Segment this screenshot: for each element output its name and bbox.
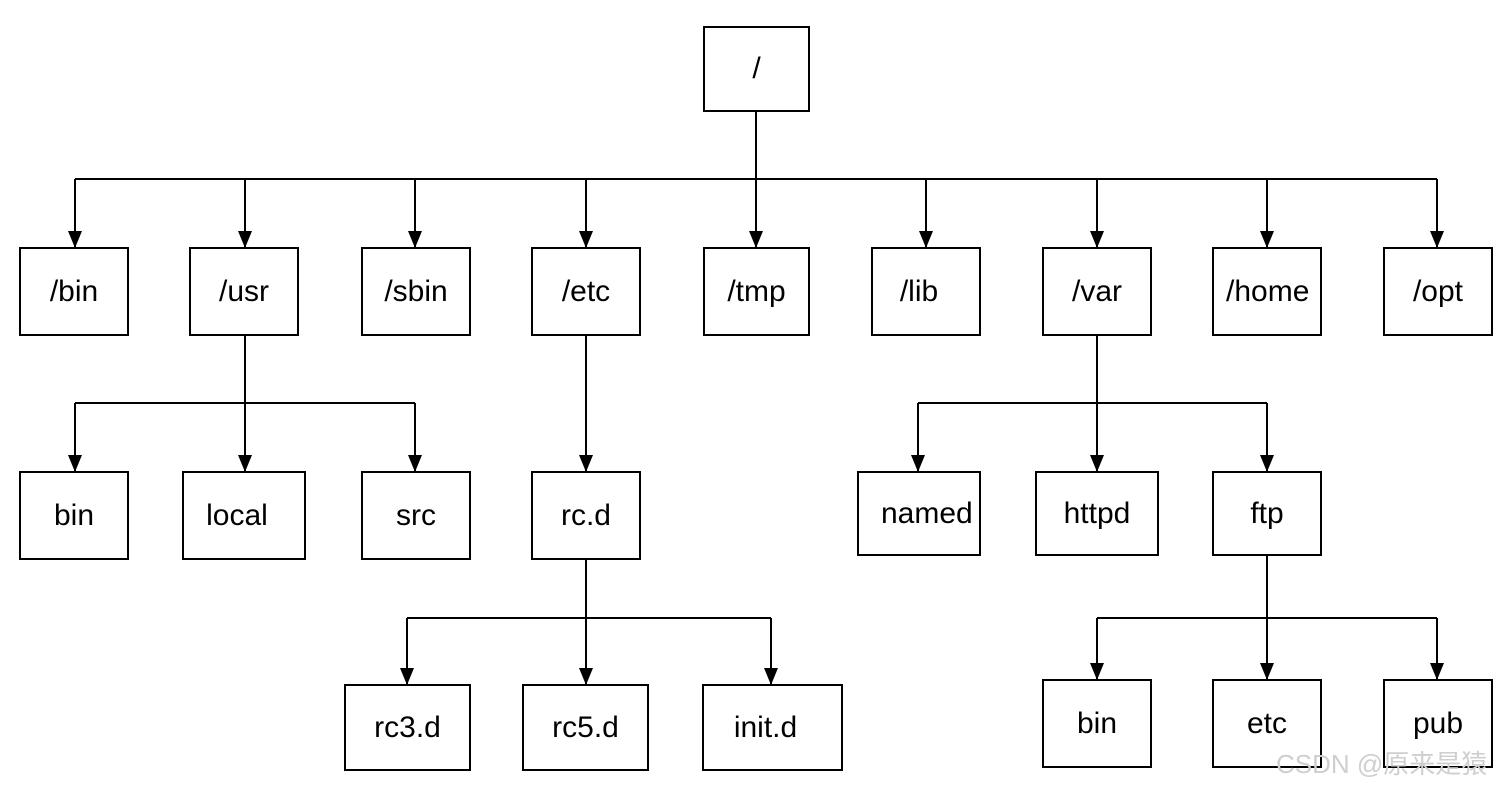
ftp-connector-arrowhead-0: [1090, 663, 1104, 680]
node-usr-label: /usr: [218, 274, 269, 308]
node-ftp-etc-label: etc: [1246, 706, 1288, 740]
node-root: /: [703, 26, 810, 112]
node-usr-local: local: [182, 471, 306, 560]
node-sbin: /sbin: [361, 247, 471, 336]
usr-connector-arrowhead-2: [408, 455, 422, 472]
root-connector-arrowhead-8: [1430, 231, 1444, 248]
node-usr-bin: bin: [19, 471, 129, 560]
node-rc5d-label: rc5.d: [552, 710, 619, 744]
node-opt-label: /opt: [1412, 274, 1464, 308]
node-ftp-pub: pub: [1383, 679, 1493, 768]
node-var-ftp: ftp: [1212, 471, 1322, 556]
rcd-connector-arrowhead-1: [579, 668, 593, 685]
rcd-connector-arrowhead-2: [764, 668, 778, 685]
node-var: /var: [1042, 247, 1152, 336]
node-ftp-etc: etc: [1212, 679, 1322, 768]
root-connector-arrowhead-6: [1090, 231, 1104, 248]
node-home-label: /home: [1226, 274, 1310, 308]
node-rc3d-label: rc3.d: [374, 710, 441, 744]
node-usr-bin-label: bin: [53, 498, 95, 532]
node-bin: /bin: [19, 247, 129, 336]
node-var-named-label: named: [881, 496, 973, 530]
root-connector-arrowhead-5: [919, 231, 933, 248]
node-usr-src-label: src: [396, 498, 436, 532]
rcd-connector-arrowhead-0: [400, 668, 414, 685]
node-usr-src: src: [361, 471, 471, 560]
var-connector-arrowhead-1: [1090, 455, 1104, 472]
node-var-named: named: [857, 471, 981, 556]
node-tmp-label: /tmp: [727, 274, 786, 308]
node-rc3d: rc3.d: [344, 684, 471, 771]
root-connector-arrowhead-7: [1260, 231, 1274, 248]
ftp-connector-arrowhead-2: [1430, 663, 1444, 680]
usr-connector-arrowhead-1: [238, 455, 252, 472]
root-connector-arrowhead-2: [408, 231, 422, 248]
node-var-httpd-label: httpd: [1063, 496, 1131, 530]
node-var-label: /var: [1071, 274, 1122, 308]
node-etc-rcd-label: rc.d: [560, 498, 611, 532]
ftp-connector-arrowhead-1: [1260, 663, 1274, 680]
node-opt: /opt: [1383, 247, 1493, 336]
node-rc5d: rc5.d: [522, 684, 649, 771]
root-connector-arrowhead-0: [68, 231, 82, 248]
node-ftp-bin-label: bin: [1076, 706, 1118, 740]
node-var-httpd: httpd: [1035, 471, 1159, 556]
node-lib-label: /lib: [899, 274, 939, 308]
node-lib: /lib: [871, 247, 981, 336]
node-ftp-bin: bin: [1042, 679, 1152, 768]
usr-connector-arrowhead-0: [68, 455, 82, 472]
var-connector-arrowhead-2: [1260, 455, 1274, 472]
node-initd: init.d: [702, 684, 843, 771]
node-usr: /usr: [189, 247, 299, 336]
node-sbin-label: /sbin: [384, 274, 448, 308]
root-connector-arrowhead-1: [238, 231, 252, 248]
var-connector-arrowhead-0: [911, 455, 925, 472]
node-etc-label: /etc: [561, 274, 611, 308]
root-connector-arrowhead-3: [579, 231, 593, 248]
node-bin-label: /bin: [49, 274, 99, 308]
root-connector-arrowhead-4: [749, 231, 763, 248]
watermark-text: CSDN @原来是猿: [1276, 749, 1488, 779]
node-var-ftp-label: ftp: [1250, 496, 1284, 530]
node-usr-local-label: local: [206, 498, 268, 532]
node-initd-label: init.d: [733, 710, 798, 744]
node-etc: /etc: [531, 247, 641, 336]
node-tmp: /tmp: [703, 247, 810, 336]
node-root-label: /: [752, 52, 761, 85]
node-ftp-pub-label: pub: [1412, 706, 1464, 740]
node-etc-rcd: rc.d: [531, 471, 641, 560]
node-home: /home: [1212, 247, 1322, 336]
etc-connector-arrowhead-0: [579, 455, 593, 472]
